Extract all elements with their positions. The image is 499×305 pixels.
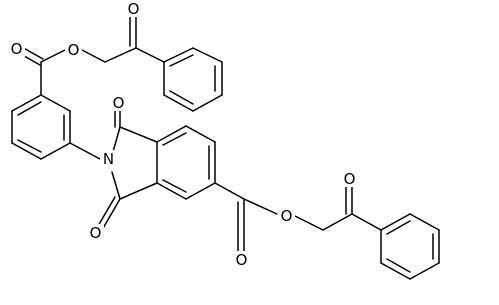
atom-label-lower-ketone-oxygen: O	[341, 170, 358, 188]
svg-text:O: O	[113, 94, 125, 112]
svg-text:O: O	[236, 251, 248, 269]
svg-text:O: O	[128, 0, 140, 18]
atom-label-lower-imide-oxygen: O	[87, 224, 104, 242]
atom-label-top-ketone-oxygen: O	[125, 0, 142, 18]
svg-text:O: O	[281, 207, 293, 225]
atom-label-lower-ester-oxygen: O	[278, 207, 295, 225]
svg-text:O: O	[68, 41, 80, 59]
atom-label-imide-nitrogen: N	[100, 150, 117, 168]
svg-text:N: N	[103, 150, 114, 168]
svg-text:O: O	[344, 170, 356, 188]
atom-label-top-ester-carbonyl-oxygen: O	[8, 40, 25, 58]
atom-label-lower-ester-carbonyl-oxygen: O	[233, 251, 250, 269]
svg-text:O: O	[11, 40, 23, 58]
svg-text:O: O	[90, 224, 102, 242]
atom-label-upper-imide-oxygen: O	[110, 94, 127, 112]
bond-lines	[11, 16, 440, 280]
atom-label-top-ester-oxygen: O	[65, 41, 82, 59]
